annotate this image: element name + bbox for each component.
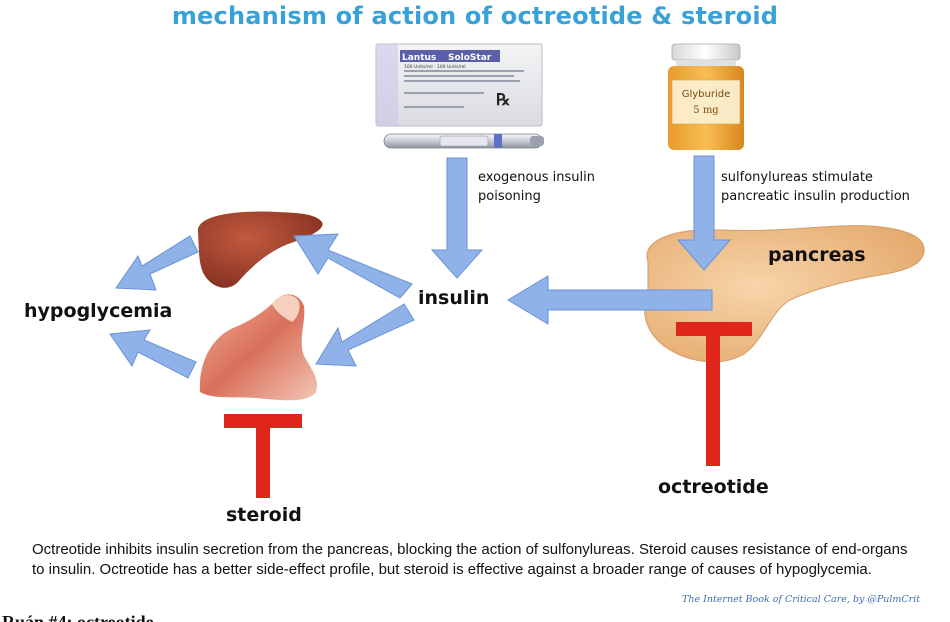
exogenous-label: exogenous insulin poisoning: [478, 168, 595, 206]
arrow-pancreas-to-insulin: [507, 275, 713, 325]
rx-symbol: ℞: [496, 90, 510, 109]
glyburide-bottle: Glyburide 5 mg: [668, 43, 744, 150]
arrow-muscle-to-hypoglycemia: [109, 329, 197, 379]
sulfonylureas-line-2: pancreatic insulin production: [721, 189, 910, 204]
arrow-lantus-to-insulin: [430, 157, 484, 279]
steroid-label: steroid: [226, 504, 302, 526]
lantus-strength-text: 100 Units/ml · 100 Units/ml: [404, 64, 466, 70]
arrow-glyburide-to-pancreas: [676, 155, 732, 271]
arrow-insulin-to-muscle: [315, 303, 415, 367]
hypoglycemia-label: hypoglycemia: [24, 300, 173, 322]
liver-organ: [197, 211, 323, 288]
sulfonylureas-line-1: sulfonylureas stimulate: [721, 170, 873, 185]
arm-muscle: [199, 294, 318, 401]
arrows: [109, 155, 732, 379]
sulfonylureas-label: sulfonylureas stimulate pancreatic insul…: [721, 168, 910, 206]
pancreas-label: pancreas: [768, 244, 866, 266]
lantus-product-text: SoloStar: [448, 53, 492, 63]
octreotide-inhibitor: [676, 322, 752, 466]
glyburide-dose: 5 mg: [693, 105, 719, 116]
steroid-inhibitor: [224, 414, 302, 498]
diagram-title: mechanism of action of octreotide & ster…: [171, 2, 779, 30]
lantus-box: Lantus SoloStar 100 Units/ml · 100 Units…: [375, 43, 543, 127]
glyburide-name: Glyburide: [682, 89, 731, 100]
credit-text: The Internet Book of Critical Care, by @…: [682, 594, 921, 605]
exogenous-line-1: exogenous insulin: [478, 170, 595, 185]
lantus-brand-text: Lantus: [402, 53, 436, 63]
octreotide-label: octreotide: [658, 476, 769, 498]
insulin-label: insulin: [418, 287, 490, 309]
insulin-pen: [383, 133, 544, 149]
footer-cut-text: Ruán #4: octreotide: [2, 612, 154, 622]
arrow-insulin-to-liver: [293, 233, 413, 299]
arrow-liver-to-hypoglycemia: [115, 235, 199, 291]
exogenous-line-2: poisoning: [478, 189, 541, 204]
caption-text: Octreotide inhibits insulin secretion fr…: [32, 541, 908, 578]
